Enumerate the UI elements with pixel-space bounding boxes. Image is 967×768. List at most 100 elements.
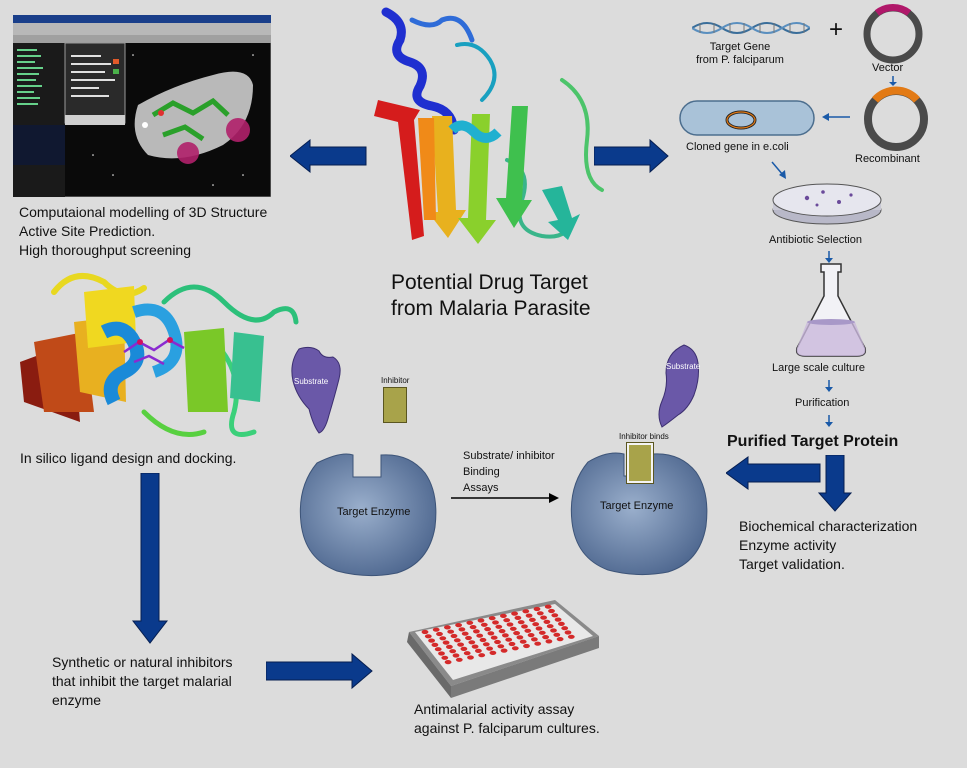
well [558, 621, 565, 626]
well [492, 620, 499, 625]
docking-ribbon-structure [14, 262, 304, 452]
well [465, 635, 472, 641]
well [525, 613, 533, 618]
well [556, 637, 564, 642]
plus-sign: + [829, 16, 844, 43]
well [421, 629, 429, 635]
well [469, 625, 477, 630]
well [554, 617, 562, 622]
well [567, 634, 575, 639]
well [542, 635, 549, 640]
dna-helix-icon [692, 18, 810, 38]
well [482, 642, 490, 647]
substrate-shape-right [654, 343, 702, 429]
well [439, 636, 447, 641]
well [468, 640, 476, 645]
inhibitors-line-3: enzyme [52, 692, 102, 708]
arrow-vector-down [889, 76, 897, 86]
well [428, 638, 435, 643]
characterization-line-1: Biochemical characterization [739, 518, 918, 534]
well [463, 651, 471, 656]
well [500, 648, 508, 653]
ecoli-cell-icon [679, 100, 815, 136]
well [452, 653, 460, 658]
well [514, 615, 522, 620]
arrow-docking-to-inhibitors [131, 473, 169, 645]
center-title-line-1: Potential Drug Target [391, 271, 588, 294]
modeling-screenshot [13, 15, 271, 197]
protein-ribbon-structure [362, 0, 612, 260]
arrow-purification-to-protein [824, 415, 834, 427]
inhibitor-left-label: Inhibitor [381, 376, 410, 385]
well [523, 643, 530, 649]
well [461, 631, 469, 636]
well [502, 633, 509, 638]
well [438, 651, 445, 656]
well [432, 627, 440, 632]
antibiotic-selection-label: Antibiotic Selection [769, 234, 862, 246]
well [497, 644, 505, 649]
well [548, 608, 555, 614]
target-enzyme-left [297, 449, 439, 577]
well [508, 641, 516, 647]
well [509, 626, 517, 631]
well [444, 625, 451, 630]
arrow-binding-assay [451, 492, 559, 504]
modeling-line-3: High thorough­put screening [19, 242, 192, 258]
inhibitors-caption: Synthetic or natural inhibitors that inh… [52, 653, 233, 710]
well [431, 642, 439, 647]
substrate-left-label: Substrate [294, 377, 329, 386]
well [531, 637, 538, 642]
well [553, 632, 561, 637]
well [536, 611, 544, 616]
well [449, 649, 457, 654]
microplate-96-well [405, 598, 601, 702]
recombinant-label: Recombinant [855, 153, 920, 165]
purification-label: Purification [795, 397, 850, 409]
inhibitors-line-1: Synthetic or natural inhibitors [52, 654, 233, 670]
well [447, 629, 455, 634]
vector-label: Vector [872, 62, 904, 74]
well [564, 630, 572, 635]
well [532, 622, 540, 627]
culture-flask-icon [793, 262, 869, 358]
well [446, 644, 453, 649]
well [495, 624, 503, 629]
well [444, 660, 452, 665]
antimalarial-caption: Antimalarial activity assay against P. f… [414, 700, 600, 738]
well [453, 638, 461, 643]
well [475, 648, 482, 653]
well [484, 627, 491, 632]
arrow-to-modeling [290, 138, 368, 174]
well [543, 619, 551, 624]
well [494, 639, 501, 645]
well [434, 647, 442, 652]
characterization-caption: Biochemical characterization Enzyme acti… [739, 517, 917, 574]
well [467, 655, 474, 660]
center-title-line-2: from Malaria Parasite [391, 297, 591, 320]
center-title: Potential Drug Target from Malaria Paras… [391, 270, 591, 322]
cloned-gene-label: Cloned gene in e.coli [686, 141, 789, 153]
well [424, 634, 432, 639]
well [527, 633, 535, 638]
well [535, 626, 543, 631]
binding-assays-caption: Substrate/ inhibitor Binding Assays [463, 448, 555, 496]
well [455, 657, 463, 662]
characterization-line-3: Target validation. [739, 556, 845, 572]
inhibitors-line-2: that inhibit the target malarial [52, 673, 232, 689]
target-gene-line-1: Target Gene [709, 41, 771, 53]
arrow-to-cloning [594, 138, 670, 174]
antimalarial-line-2: against P. falciparum cultures. [414, 720, 600, 736]
inhibitor-block-left [383, 387, 407, 423]
well [489, 650, 497, 655]
well [450, 633, 458, 639]
well [550, 628, 557, 633]
well [540, 615, 547, 620]
well [516, 635, 524, 640]
well [521, 624, 528, 629]
well [436, 631, 443, 637]
target-gene-label: Target Gene from P. falciparum [688, 41, 792, 67]
enzyme-right-label: Target Enzyme [600, 500, 674, 512]
well [455, 623, 462, 628]
inhibitor-binds-label: Inhibitor binds [619, 432, 669, 441]
